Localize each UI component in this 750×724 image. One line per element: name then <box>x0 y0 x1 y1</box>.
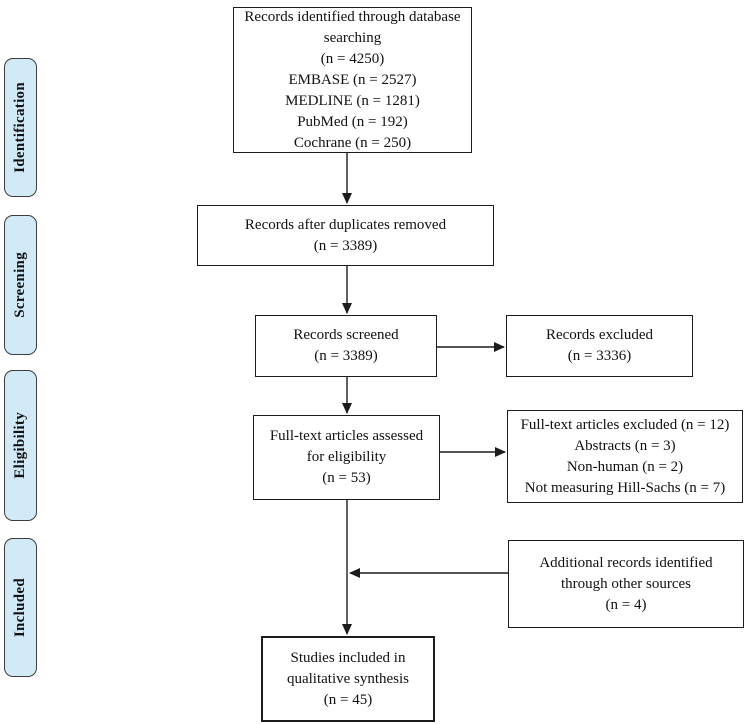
stage-eligibility: Eligibility <box>4 370 37 521</box>
stage-screening-label: Screening <box>12 252 28 318</box>
stage-screening: Screening <box>4 215 37 355</box>
fulltext-excluded-box: Full-text articles excluded (n = 12) Abs… <box>507 410 743 503</box>
records-screened-box: Records screened (n = 3389) <box>255 315 437 377</box>
stage-eligibility-label: Eligibility <box>12 412 28 479</box>
records-excluded-box: Records excluded (n = 3336) <box>506 315 693 377</box>
additional-records-box: Additional records identified through ot… <box>508 540 744 628</box>
stage-included-label: Included <box>12 577 28 638</box>
stage-identification: Identification <box>4 58 37 197</box>
fulltext-assessed-box: Full-text articles assessed for eligibil… <box>253 415 440 500</box>
duplicates-removed-box: Records after duplicates removed (n = 33… <box>197 205 494 266</box>
qualitative-synthesis-box: Studies included in qualitative synthesi… <box>261 636 435 722</box>
stage-identification-label: Identification <box>12 82 28 173</box>
records-identified-box: Records identified through database sear… <box>233 7 472 153</box>
stage-included: Included <box>4 538 37 677</box>
